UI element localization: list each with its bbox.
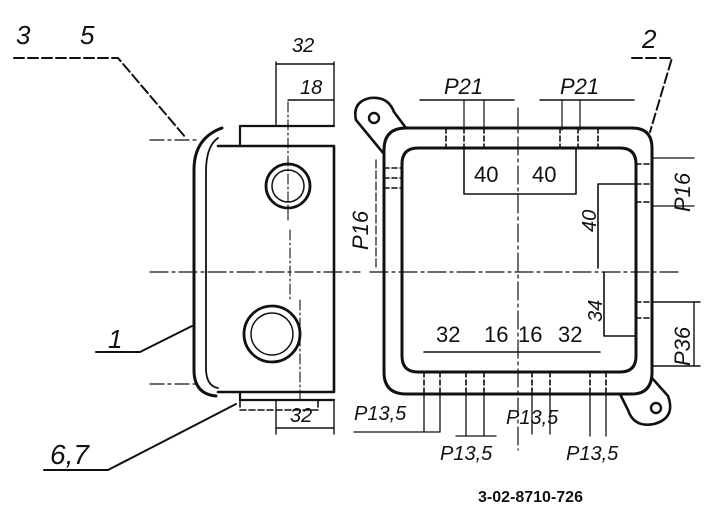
callout-1: 1 [108, 324, 122, 354]
dim-label-34: 34 [585, 300, 607, 322]
callout-group-3-5: 3 5 [13, 20, 187, 139]
front-view-bottom-slots [423, 371, 607, 395]
front-view-ear-bottom-right [618, 376, 672, 426]
side-view-body [216, 144, 336, 394]
front-view-ear-hole-bottom-right [649, 401, 663, 415]
side-view-hole-lower [242, 304, 302, 364]
front-view: P21 P21 40 40 P16 P16 40 34 P36 32 16 16… [348, 74, 701, 465]
dim-ext-p21-left [463, 99, 485, 131]
dim-ext-p135-c [531, 393, 551, 435]
dim-label-32-top: 32 [292, 35, 314, 57]
callout-1-leader [95, 325, 193, 353]
dim-label-p135-c: P13,5 [506, 407, 559, 429]
side-view-front-panel-inner [205, 137, 219, 389]
dim-line-40-vertical [597, 183, 637, 269]
dim-line-p16-right [651, 157, 695, 207]
dim-label-16-bottom-left: 16 [484, 322, 508, 347]
callout-5: 5 [80, 20, 95, 50]
dim-ext-p135-a [353, 393, 441, 433]
callout-6-7: 6,7 [50, 439, 90, 470]
dim-ext-p21-right [561, 99, 581, 131]
dim-label-40-vertical: 40 [579, 210, 601, 232]
front-view-inner-frame [400, 146, 638, 374]
callout-6-7-leader [43, 403, 237, 471]
dim-label-40-left: 40 [474, 162, 498, 187]
dim-label-32-bottom-left: 32 [436, 322, 460, 347]
dim-line-34 [603, 271, 637, 337]
front-view-right-slots [635, 163, 653, 319]
callout-group-1: 1 [95, 324, 193, 354]
side-view: 32 18 32 [149, 35, 361, 435]
front-view-top-slots [445, 127, 599, 149]
callout-group-6-7: 6,7 [43, 403, 237, 471]
dim-ext-p135-d [589, 393, 607, 437]
drawing-number: 3-02-8710-726 [478, 489, 583, 506]
callout-2: 2 [641, 24, 657, 54]
side-view-top-flange [238, 124, 336, 148]
front-view-ear-top-left [354, 96, 408, 156]
side-view-front-panel [192, 126, 224, 398]
dim-label-p135-b: P13,5 [440, 443, 493, 465]
dim-ext-p135-b [455, 393, 497, 437]
dim-label-16-bottom-right: 16 [518, 322, 542, 347]
front-view-outer-frame [382, 126, 654, 396]
dim-label-p16-left: P16 [348, 210, 373, 250]
side-view-bottom-tab [239, 391, 319, 411]
dim-label-40-right: 40 [532, 162, 556, 187]
dim-label-p36: P36 [670, 326, 695, 366]
front-view-ear-hole-top-left [367, 111, 381, 125]
dim-label-32-bottom: 32 [290, 405, 312, 427]
dim-box-40-40 [463, 147, 577, 195]
callout-group-2: 2 [631, 24, 673, 133]
front-view-left-slots [383, 167, 403, 189]
callout-3: 3 [16, 20, 31, 50]
dim-label-p135-a: P13,5 [354, 403, 407, 425]
dim-line-p36 [651, 301, 701, 367]
dim-label-18: 18 [300, 77, 322, 99]
dim-label-p135-d: P13,5 [566, 443, 619, 465]
callout-3-5-underline [13, 57, 187, 139]
dim-label-p21-left: P21 [444, 74, 483, 99]
callout-2-leader [631, 57, 673, 133]
dim-label-p16-right: P16 [670, 172, 695, 212]
dim-label-p21-right: P21 [560, 74, 599, 99]
side-view-hole-lower-inner [250, 312, 294, 356]
dim-label-32-bottom-right: 32 [558, 322, 582, 347]
